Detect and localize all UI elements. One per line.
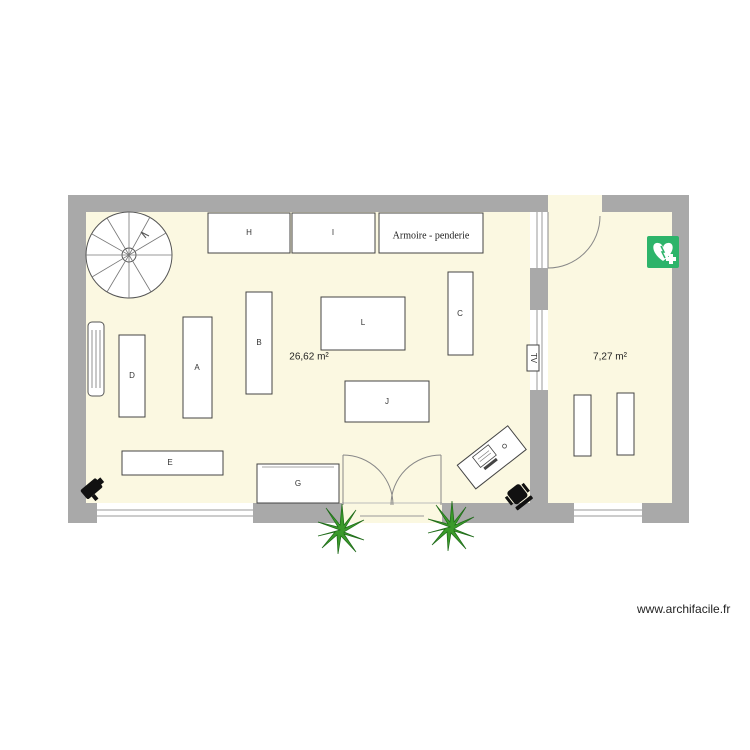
armoire-label: Armoire - penderie [393, 230, 470, 241]
tv-label: TV [529, 353, 538, 364]
furniture-B-label: B [256, 338, 261, 347]
furniture-J-label: J [385, 397, 389, 406]
side-room-shelf-left [573, 394, 592, 457]
furniture-E-label: E [167, 458, 172, 467]
camera-icon [80, 477, 105, 502]
furniture-D-label: D [129, 371, 135, 380]
interior-door [530, 195, 602, 269]
window-bottom-left [97, 503, 253, 523]
furniture-L-label: L [361, 318, 366, 327]
plant-icon [427, 500, 475, 552]
furniture-H: H [207, 212, 291, 254]
furniture-D: D [118, 334, 146, 418]
spiral-staircase-icon [85, 211, 173, 299]
radiator-icon [87, 321, 105, 397]
furniture-C: C [447, 271, 474, 356]
furniture-I: I [291, 212, 376, 254]
furniture-A-label: A [194, 363, 200, 372]
furniture-B: B [245, 291, 273, 395]
window-bottom-right [574, 503, 642, 523]
side-room-area: 7,27 m² [593, 352, 628, 363]
side-room-shelf-right [616, 392, 635, 456]
furniture-armoire: Armoire - penderie [378, 212, 484, 254]
main-room-area: 26,62 m² [289, 352, 329, 363]
furniture-G-label: G [295, 479, 301, 488]
watermark: www.archifacile.fr [637, 602, 731, 616]
furniture-L: L [320, 296, 406, 351]
desk-with-laptop-icon [456, 425, 527, 490]
tv-icon: TV [526, 344, 540, 372]
furniture-G: G [256, 463, 340, 504]
furniture-J: J [344, 380, 430, 423]
furniture-H-label: H [246, 228, 252, 237]
furniture-I-label: I [332, 228, 334, 237]
furniture-C-label: C [457, 309, 463, 318]
first-aid-icon [647, 236, 679, 268]
plant-icon [317, 503, 365, 555]
furniture-E: E [121, 450, 224, 476]
double-door [342, 454, 442, 523]
furniture-A: A [182, 316, 213, 419]
office-chair-icon [504, 482, 533, 511]
